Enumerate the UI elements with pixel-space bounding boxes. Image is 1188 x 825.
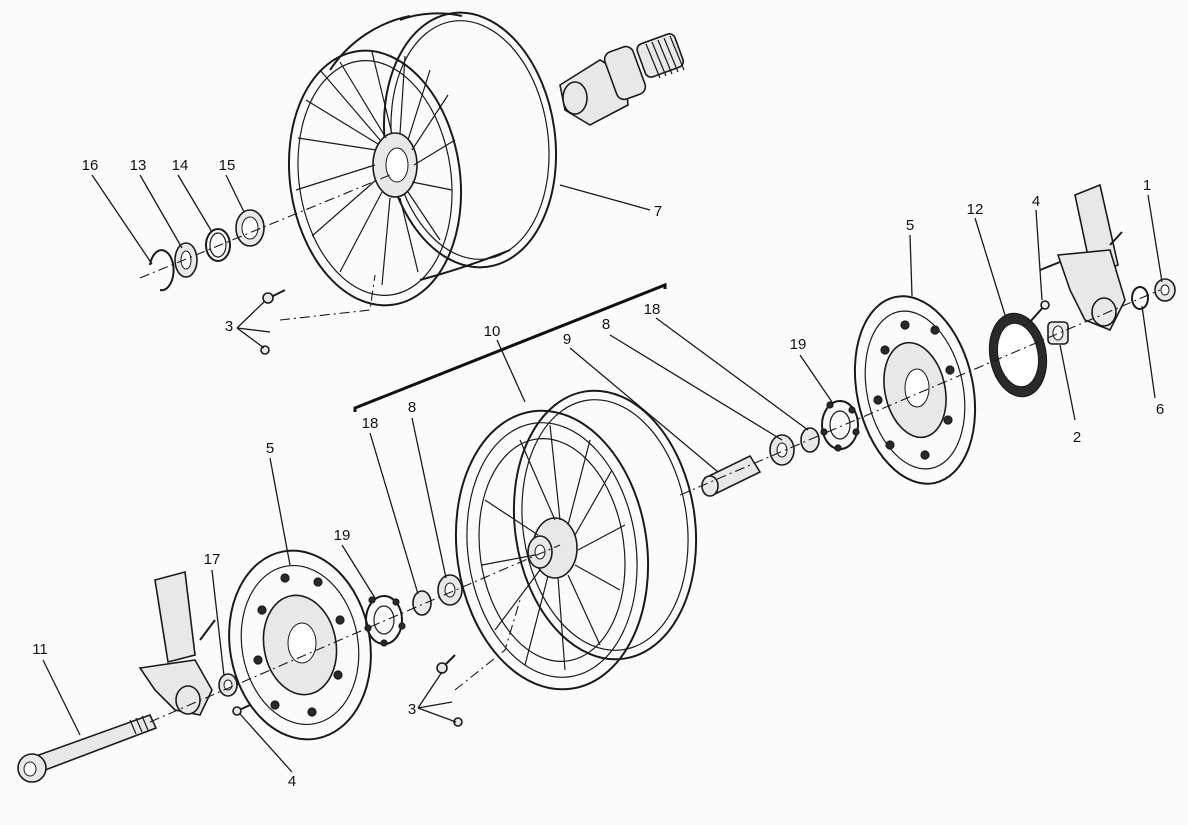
front-disc-right — [853, 295, 977, 485]
callout-19-left: 19 — [334, 527, 351, 544]
callout-8-left: 8 — [408, 399, 416, 416]
callout-8-right: 8 — [602, 316, 610, 333]
callout-10: 10 — [484, 323, 501, 340]
callout-12: 12 — [967, 201, 984, 218]
callout-14: 14 — [172, 157, 189, 174]
ring-19-right — [820, 400, 860, 452]
callout-2: 2 — [1073, 429, 1081, 446]
washer-6 — [1131, 286, 1149, 310]
bolt-4-left — [232, 704, 251, 716]
rear-bearing-13 — [174, 242, 198, 278]
callouts: 1 2 3 4 5 6 7 8 9 10 11 12 13 14 15 16 1… — [32, 157, 1164, 790]
callout-5-left: 5 — [266, 440, 274, 457]
spacer-2 — [1047, 321, 1069, 345]
seal-18-left — [412, 590, 432, 616]
rear-seal-15 — [235, 209, 265, 247]
ring-19-left — [364, 595, 406, 647]
callout-18-right: 18 — [644, 301, 661, 318]
rear-spacer-14 — [205, 228, 231, 262]
callout-4-right: 4 — [1032, 193, 1040, 210]
callout-1: 1 — [1143, 177, 1151, 194]
callout-6: 6 — [1156, 401, 1164, 418]
rear-valve-3 — [260, 274, 376, 355]
rear-hub-flange — [559, 33, 685, 126]
callout-13: 13 — [130, 157, 147, 174]
front-wheel — [454, 389, 698, 691]
callout-7: 7 — [654, 203, 662, 220]
axle-11 — [17, 713, 158, 783]
callout-4-left: 4 — [288, 773, 296, 790]
callout-17: 17 — [204, 551, 221, 568]
fork-right — [1039, 183, 1126, 332]
callout-11: 11 — [32, 641, 48, 658]
leader-lines — [42, 174, 1163, 773]
spacer-tube-9 — [701, 454, 762, 497]
fork-left — [138, 570, 216, 716]
front-disc-left — [228, 549, 372, 741]
callout-19-right: 19 — [790, 336, 807, 353]
callout-16: 16 — [82, 157, 99, 174]
callout-5-right: 5 — [906, 217, 914, 234]
front-wheel-bracket — [353, 282, 667, 412]
spacer-17 — [218, 673, 238, 697]
callout-15: 15 — [219, 157, 236, 174]
callout-3-rear: 3 — [225, 318, 233, 335]
nut-1 — [1154, 278, 1176, 302]
rear-wheel — [287, 11, 685, 307]
bearing-8-right — [769, 434, 795, 466]
front-valve-3 — [436, 599, 521, 727]
rear-seal-16 — [149, 249, 175, 292]
bolt-4-right — [1029, 300, 1050, 323]
callout-18-left: 18 — [362, 415, 379, 432]
callout-3-front: 3 — [408, 701, 416, 718]
tone-wheel-12 — [988, 312, 1048, 398]
bearing-8-left — [437, 574, 463, 606]
callout-9: 9 — [563, 331, 571, 348]
